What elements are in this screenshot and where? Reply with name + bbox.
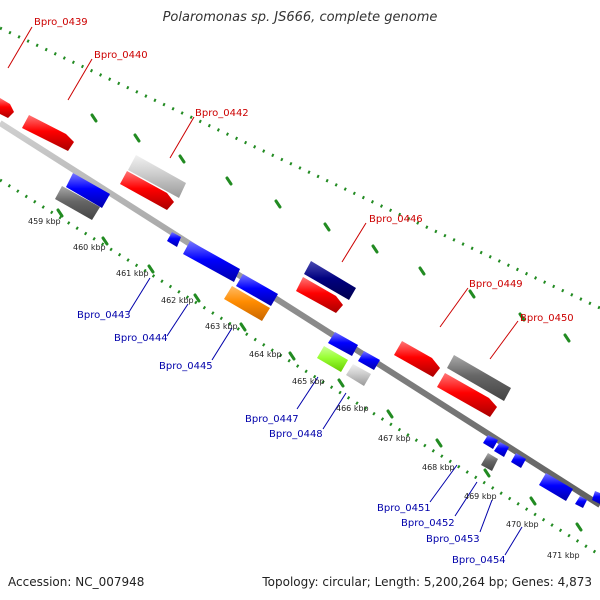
gene-box-bpro-0446a[interactable] [304, 261, 356, 300]
accession-text: Accession: NC_007948 [8, 575, 145, 589]
gene-arrow-bpro-0445[interactable] [224, 286, 270, 321]
kbp-label: 471 kbp [547, 551, 580, 560]
gene-box-bpro-0453[interactable] [481, 453, 498, 471]
gene-arrow-bpro-0450[interactable] [437, 373, 497, 417]
gene-arrow-bpro-0451[interactable] [483, 435, 498, 449]
page-title: Polaromonas sp. JS666, complete genome [162, 10, 438, 25]
gene-label-bpro-0453[interactable]: Bpro_0453 [426, 534, 480, 545]
outer-major-ticks [90, 113, 571, 343]
gene-arrow-bpro-0439[interactable] [0, 98, 14, 118]
kbp-label: 464 kbp [249, 350, 282, 359]
gene-box-bpro-0450a[interactable] [447, 355, 511, 401]
topology-summary: Topology: circular; Length: 5,200,264 bp… [262, 575, 592, 589]
kbp-label: 459 kbp [28, 217, 61, 226]
gene-arrow-lower-right[interactable] [539, 473, 573, 501]
inner-major-ticks [56, 208, 583, 532]
gene-arrow-mid-blue-2[interactable] [358, 351, 380, 370]
kbp-label: 463 kbp [205, 322, 238, 331]
gene-arrow-bpro-0442[interactable] [120, 171, 174, 210]
gene-label-bpro-0444[interactable]: Bpro_0444 [114, 333, 168, 344]
gene-arrow-lower-right-small[interactable] [575, 496, 587, 508]
gene-label-bpro-0451[interactable]: Bpro_0451 [377, 503, 431, 514]
kbp-label: 462 kbp [161, 296, 194, 305]
forward-gene-labels: Bpro_0439 Bpro_0440 Bpro_0442 Bpro_0446 … [34, 17, 574, 324]
kbp-label: 461 kbp [116, 269, 149, 278]
gene-label-bpro-0443[interactable]: Bpro_0443 [77, 310, 131, 321]
kbp-label: 467 kbp [378, 434, 411, 443]
gene-arrow-bpro-0440[interactable] [22, 115, 74, 151]
gene-box-bpro-0448[interactable] [346, 364, 371, 386]
gene-box-bpro-0441[interactable] [128, 155, 186, 198]
gene-arrow-bpro-0454[interactable] [511, 453, 526, 468]
gene-arrow-bpro-0452[interactable] [494, 442, 509, 457]
gene-label-bpro-0454[interactable]: Bpro_0454 [452, 555, 506, 566]
reverse-leader-lines [128, 277, 523, 556]
reverse-strand-genes [55, 173, 600, 508]
outer-tick-track [0, 26, 600, 310]
kbp-label: 460 kbp [73, 243, 106, 252]
gene-arrow-bpro-0446[interactable] [296, 277, 343, 313]
gene-label-bpro-0446[interactable]: Bpro_0446 [369, 214, 423, 225]
gene-label-bpro-0450[interactable]: Bpro_0450 [520, 313, 574, 324]
gene-label-bpro-0440[interactable]: Bpro_0440 [94, 50, 148, 61]
gene-box-gray-left[interactable] [55, 186, 100, 220]
gene-label-bpro-0452[interactable]: Bpro_0452 [401, 518, 455, 529]
forward-strand-genes [0, 98, 511, 417]
reverse-gene-labels: Bpro_0443 Bpro_0444 Bpro_0445 Bpro_0447 … [77, 310, 506, 566]
gene-arrow-edge[interactable] [592, 491, 600, 504]
gene-label-bpro-0449[interactable]: Bpro_0449 [469, 279, 523, 290]
gene-arrow-bpro-0444[interactable] [183, 241, 240, 282]
forward-leader-lines [7, 26, 519, 360]
gene-label-bpro-0447[interactable]: Bpro_0447 [245, 414, 299, 425]
gene-label-bpro-0439[interactable]: Bpro_0439 [34, 17, 88, 28]
gene-arrow-small-left[interactable] [167, 232, 181, 247]
kbp-labels: 459 kbp 460 kbp 461 kbp 462 kbp 463 kbp … [28, 217, 580, 560]
kbp-label: 469 kbp [464, 492, 497, 501]
gene-arrow-upper-left[interactable] [66, 173, 110, 208]
kbp-label: 466 kbp [336, 404, 369, 413]
inner-tick-track [0, 178, 600, 557]
kbp-label: 465 kbp [292, 377, 325, 386]
genome-backbone [0, 120, 600, 508]
gene-arrow-bpro-0447[interactable] [317, 346, 348, 372]
gene-label-bpro-0445[interactable]: Bpro_0445 [159, 361, 213, 372]
gene-arrow-bpro-0449[interactable] [394, 341, 440, 377]
gene-label-bpro-0442[interactable]: Bpro_0442 [195, 108, 249, 119]
kbp-label: 468 kbp [422, 463, 455, 472]
gene-label-bpro-0448[interactable]: Bpro_0448 [269, 429, 323, 440]
gene-arrow-right-small[interactable] [236, 274, 278, 306]
gene-arrow-mid-blue[interactable] [328, 332, 358, 356]
kbp-label: 470 kbp [506, 520, 539, 529]
